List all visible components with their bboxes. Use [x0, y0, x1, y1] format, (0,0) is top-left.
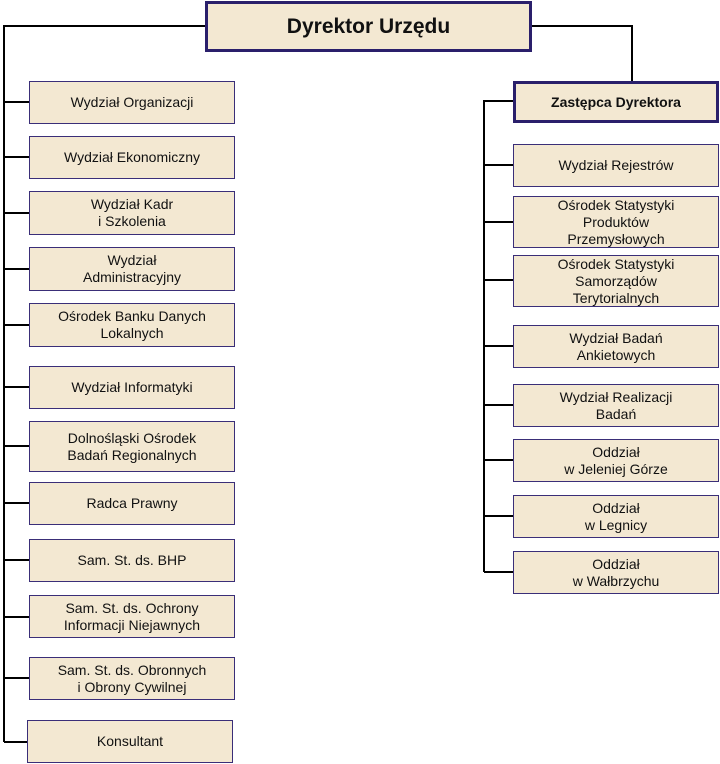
right-unit-box: Wydział Realizacji Badań — [513, 384, 719, 427]
left-unit-box: Wydział Administracyjny — [29, 247, 235, 291]
right-unit-box: Oddział w Legnicy — [513, 495, 719, 538]
right-unit-box: Ośrodek Statystyki Produktów Przemysłowy… — [513, 196, 719, 248]
left-unit-box: Sam. St. ds. BHP — [29, 539, 235, 582]
right-unit-box: Ośrodek Statystyki Samorządów Terytorial… — [513, 255, 719, 307]
left-unit-box: Wydział Informatyki — [29, 366, 235, 409]
right-unit-box: Oddział w Jeleniej Górze — [513, 439, 719, 482]
left-unit-box: Konsultant — [27, 720, 233, 763]
left-unit-box: Ośrodek Banku Danych Lokalnych — [29, 303, 235, 347]
left-unit-box: Dolnośląski Ośrodek Badań Regionalnych — [29, 421, 235, 472]
left-unit-box: Wydział Kadr i Szkolenia — [29, 191, 235, 235]
left-unit-box: Wydział Organizacji — [29, 81, 235, 124]
left-unit-box: Sam. St. ds. Ochrony Informacji Niejawny… — [29, 595, 235, 638]
left-unit-box: Sam. St. ds. Obronnych i Obrony Cywilnej — [29, 657, 235, 700]
left-unit-box: Radca Prawny — [29, 482, 235, 525]
left-unit-box: Wydział Ekonomiczny — [29, 136, 235, 179]
director-box: Dyrektor Urzędu — [205, 1, 532, 52]
right-unit-box: Wydział Rejestrów — [513, 144, 719, 187]
right-unit-box: Wydział Badań Ankietowych — [513, 325, 719, 368]
deputy-director-box: Zastępca Dyrektora — [513, 81, 719, 123]
right-unit-box: Oddział w Wałbrzychu — [513, 551, 719, 594]
